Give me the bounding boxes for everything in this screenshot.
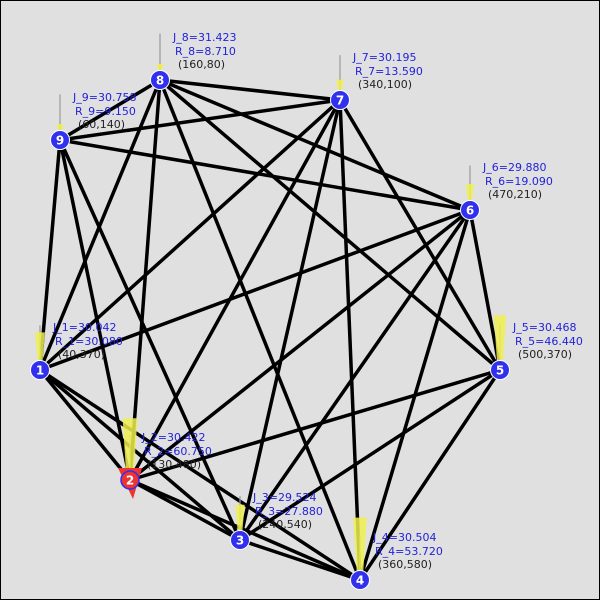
edge-1-7 <box>38 98 342 372</box>
edge-1-4 <box>38 368 362 582</box>
node-label-r-8: R_8=8.710 <box>175 45 236 58</box>
node-coord-4: (360,580) <box>378 558 432 571</box>
node-label-j-5: J_5=30.468 <box>512 321 576 334</box>
node-number-4: 4 <box>356 574 364 588</box>
label-layer: J_1=30.042R_1=30.080(40,370)J_2=30.422R_… <box>52 31 583 571</box>
node-circle-5 <box>490 360 510 380</box>
node-8[interactable]: 8 <box>150 70 170 90</box>
node-label-j-3: J_3=29.524 <box>252 491 316 504</box>
node-label-r-3: R_3=27.880 <box>255 505 323 518</box>
node-label-r-5: R_5=46.440 <box>515 335 583 348</box>
edge-8-9 <box>58 78 162 142</box>
node-number-6: 6 <box>466 204 474 218</box>
node-circle-6 <box>460 200 480 220</box>
edge-4-6 <box>358 208 472 582</box>
edge-4-7 <box>338 98 362 582</box>
node-4[interactable]: 4 <box>350 570 370 590</box>
edge-layer <box>38 78 502 582</box>
node-number-5: 5 <box>496 364 504 378</box>
node-circle-9 <box>50 130 70 150</box>
glyph-bar-5 <box>493 315 507 364</box>
node-7[interactable]: 7 <box>330 90 350 110</box>
edge-3-5 <box>238 368 502 542</box>
node-coord-3: (240,540) <box>258 518 312 531</box>
glyph-bar-1 <box>35 332 45 364</box>
edge-2-7 <box>128 98 342 482</box>
edge-2-1 <box>38 368 132 482</box>
edge-2-6 <box>128 208 472 482</box>
node-number-3: 3 <box>236 534 244 548</box>
edge-5-7 <box>338 98 502 372</box>
node-3[interactable]: 3 <box>230 530 250 550</box>
edge-2-3 <box>128 478 242 542</box>
node-number-1: 1 <box>36 364 44 378</box>
node-circle-4 <box>350 570 370 590</box>
node-2[interactable]: 2 <box>118 468 142 499</box>
node-circle-3 <box>230 530 250 550</box>
edge-2-9 <box>58 138 132 482</box>
node-label-j-1: J_1=30.042 <box>52 321 116 334</box>
edge-7-9 <box>58 98 342 142</box>
node-coord-1: (40,370) <box>58 348 105 361</box>
node-coord-6: (470,210) <box>488 188 542 201</box>
edge-5-8 <box>158 78 502 372</box>
node-label-j-2: J_2=30.422 <box>141 431 205 444</box>
node-label-j-6: J_6=29.880 <box>482 161 546 174</box>
node-number-8: 8 <box>156 74 164 88</box>
edge-2-8 <box>128 78 162 482</box>
edge-7-8 <box>158 78 342 102</box>
node-6[interactable]: 6 <box>460 200 480 220</box>
node-number-2: 2 <box>126 474 134 488</box>
glyph-bar-3 <box>235 504 245 534</box>
node-label-r-9: R_9=9.150 <box>75 105 136 118</box>
edge-3-4 <box>238 538 362 582</box>
edge-1-6 <box>38 208 472 372</box>
edge-2-5 <box>128 368 502 482</box>
node-label-r-6: R_6=19.090 <box>485 175 553 188</box>
edge-3-6 <box>238 208 472 542</box>
node-coord-5: (500,370) <box>518 348 572 361</box>
node-coord-9: (60,140) <box>78 118 125 131</box>
node-circle-7 <box>330 90 350 110</box>
edge-4-5 <box>358 368 502 582</box>
node-label-r-2: R_2=60.750 <box>144 445 212 458</box>
node-label-j-9: J_9=30.758 <box>72 91 136 104</box>
node-label-j-8: J_8=31.423 <box>172 31 236 44</box>
node-label-j-4: J_4=30.504 <box>372 531 436 544</box>
node-coord-7: (340,100) <box>358 78 412 91</box>
node-label-r-7: R_7=13.590 <box>355 65 423 78</box>
node-label-j-7: J_7=30.195 <box>352 51 416 64</box>
node-1[interactable]: 1 <box>30 360 50 380</box>
node-circle-2 <box>120 470 140 490</box>
glyph-bar-6 <box>466 184 474 204</box>
node-number-7: 7 <box>336 94 344 108</box>
node-coord-2: (130,480) <box>147 458 201 471</box>
node-9[interactable]: 9 <box>50 130 70 150</box>
edge-6-8 <box>158 78 472 212</box>
node-coord-8: (160,80) <box>178 58 225 71</box>
edge-6-9 <box>58 138 472 212</box>
glyph-bar-2 <box>122 418 138 482</box>
edge-3-7 <box>238 98 342 542</box>
node-circle-1 <box>30 360 50 380</box>
node-5[interactable]: 5 <box>490 360 510 380</box>
glyph-bar-4 <box>353 517 367 574</box>
node-label-r-4: R_4=53.720 <box>375 545 443 558</box>
node-layer: 1 2 3 4 5 6 7 8 9 <box>30 70 510 590</box>
edge-5-6 <box>468 208 502 372</box>
node-number-9: 9 <box>56 134 64 148</box>
edge-1-9 <box>38 138 62 372</box>
edge-3-9 <box>58 138 242 542</box>
node-circle-8 <box>150 70 170 90</box>
node-label-r-1: R_1=30.080 <box>55 335 123 348</box>
